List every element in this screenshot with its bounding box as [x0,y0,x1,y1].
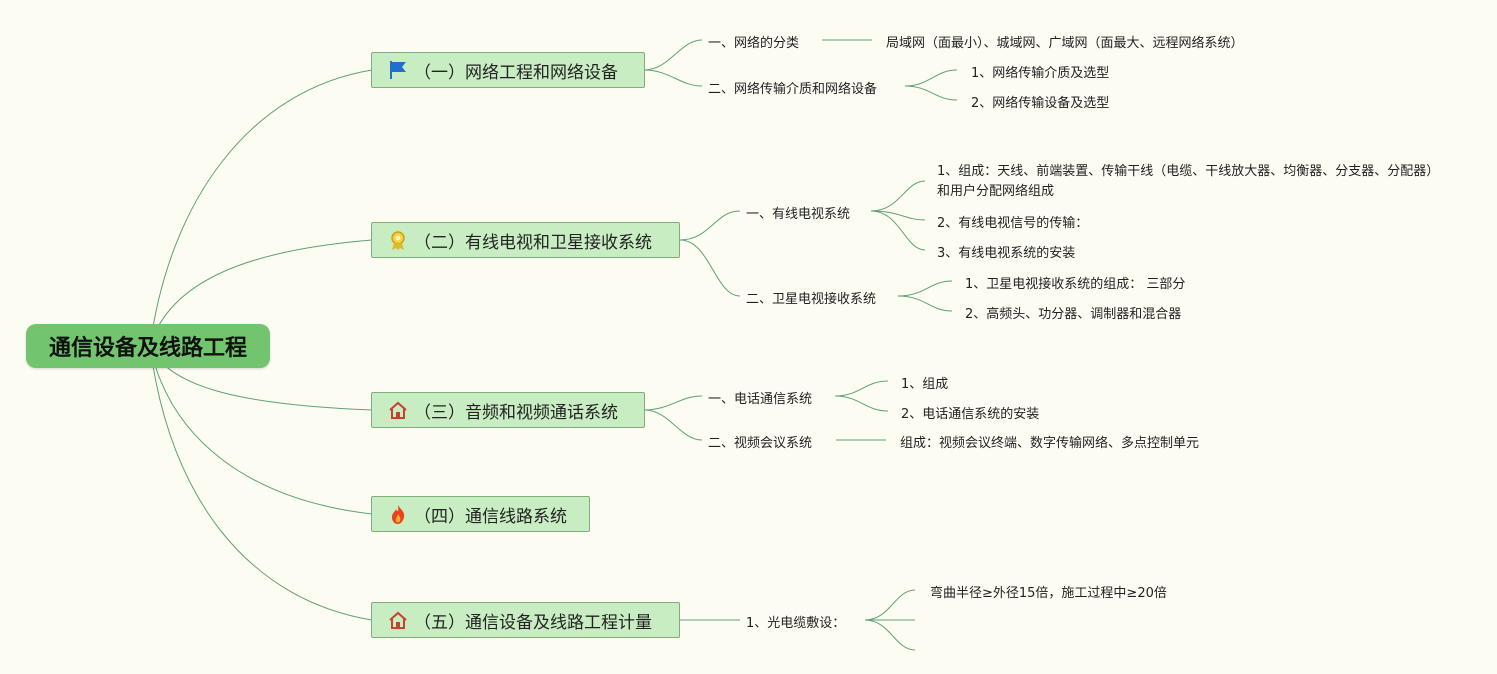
leaf-bending-radius[interactable]: 弯曲半径≥外径15倍，施工过程中≥20倍 [930,586,1167,601]
topic-network-classification[interactable]: 一、网络的分类 [708,36,800,51]
branch-label: （一）网络工程和网络设备 [414,62,618,83]
house-icon [386,608,410,632]
leaf-satellite-composition[interactable]: 1、卫星电视接收系统的组成： 三部分 [965,277,1186,292]
topic-cable-tv-system[interactable]: 一、有线电视系统 [746,207,851,222]
topic-video-conference-system[interactable]: 二、视频会议系统 [708,436,813,451]
leaf-video-conference-composition[interactable]: 组成：视频会议终端、数字传输网络、多点控制单元 [900,436,1200,451]
house-icon [386,398,410,422]
branch-5[interactable]: （五）通信设备及线路工程计量 [371,602,680,638]
branch-1[interactable]: （一）网络工程和网络设备 [371,52,645,88]
leaf-satellite-components[interactable]: 2、高频头、功分器、调制器和混合器 [965,307,1182,322]
leaf-telephone-composition[interactable]: 1、组成 [901,377,949,392]
topic-network-media-devices[interactable]: 二、网络传输介质和网络设备 [708,82,878,97]
topic-cable-laying[interactable]: 1、光电缆敷设： [746,616,846,631]
branch-label: （二）有线电视和卫星接收系统 [414,232,652,253]
blue-flag-icon [386,58,410,82]
branch-2[interactable]: （二）有线电视和卫星接收系统 [371,222,680,258]
award-ribbon-icon [386,228,410,252]
fire-icon [386,502,410,526]
branch-label: （五）通信设备及线路工程计量 [414,612,652,633]
topic-satellite-tv-system[interactable]: 二、卫星电视接收系统 [746,292,877,307]
leaf-device-selection[interactable]: 2、网络传输设备及选型 [971,96,1110,111]
leaf-cable-tv-installation[interactable]: 3、有线电视系统的安装 [937,246,1076,261]
leaf-media-selection[interactable]: 1、网络传输介质及选型 [971,66,1110,81]
leaf-cable-tv-composition[interactable]: 1、组成：天线、前端装置、传输干线（电缆、干线放大器、均衡器、分支器、分配器）和… [937,164,1433,199]
leaf-network-types[interactable]: 局域网（面最小）、城域网、广域网（面最大、远程网络系统） [886,36,1244,51]
branch-label: （四）通信线路系统 [414,506,567,527]
branch-label: （三）音频和视频通话系统 [414,402,618,423]
branch-4[interactable]: （四）通信线路系统 [371,496,590,532]
root-topic[interactable]: 通信设备及线路工程 [26,324,270,368]
leaf-cable-tv-transmission[interactable]: 2、有线电视信号的传输： [937,216,1089,231]
branch-3[interactable]: （三）音频和视频通话系统 [371,392,645,428]
leaf-telephone-installation[interactable]: 2、电话通信系统的安装 [901,407,1040,422]
topic-telephone-system[interactable]: 一、电话通信系统 [708,392,813,407]
